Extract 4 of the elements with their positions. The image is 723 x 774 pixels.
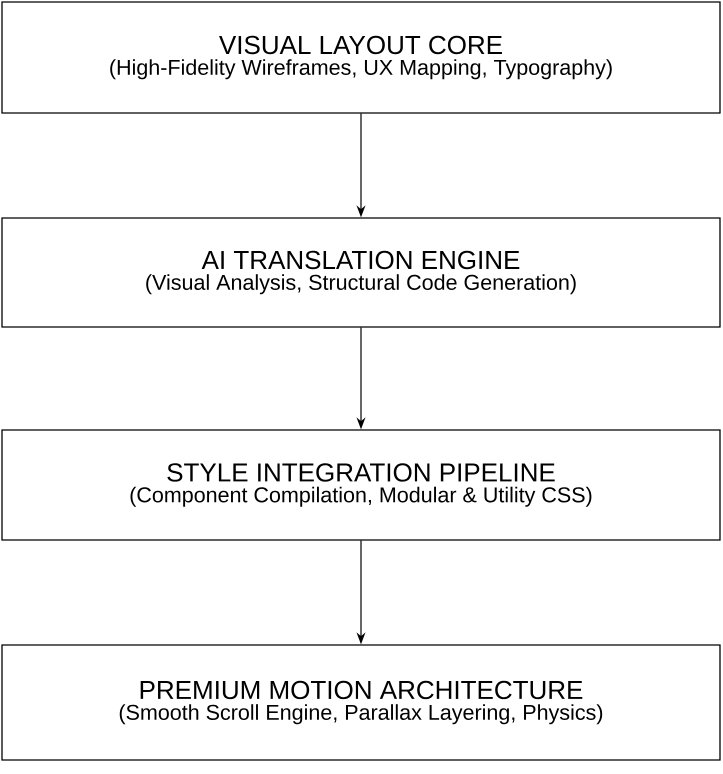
process-box: VISUAL LAYOUT CORE (High-Fidelity Wireframes, UX Mapping, Typography) — [1, 1, 721, 114]
process-box: AI TRANSLATION ENGINE (Visual Analysis, Structural Code Generation) — [1, 217, 721, 328]
process-box: PREMIUM MOTION ARCHITECTURE (Smooth Scroll Engine, Parallax Layering, Physics) — [1, 644, 721, 761]
process-box: STYLE INTEGRATION PIPELINE (Component Compilation, Modular & Utility CSS) — [1, 429, 721, 541]
